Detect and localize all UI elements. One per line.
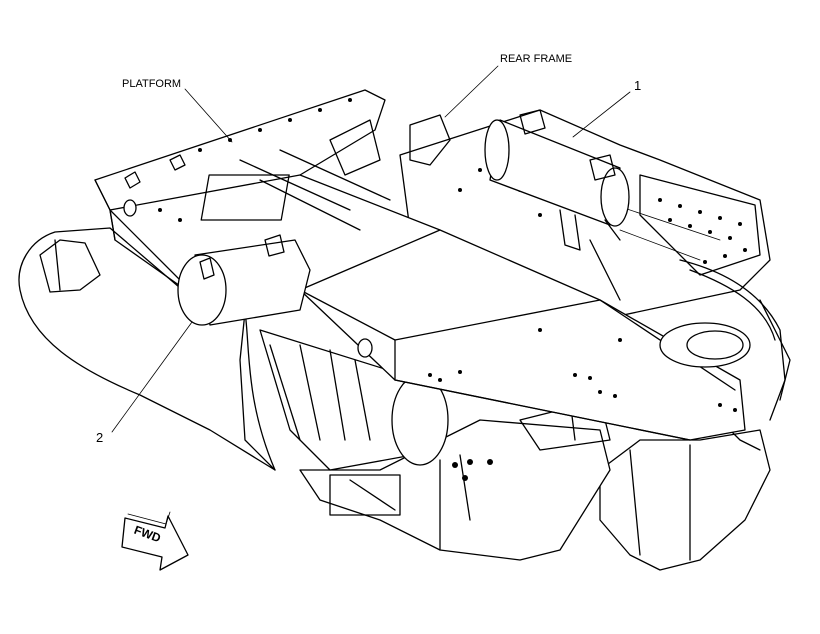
rear-frame-leader-line [444,65,499,118]
rear-frame-label: REAR FRAME [500,53,572,65]
lower-tank [259,329,449,471]
leader-lines [111,65,631,433]
fwd-arrow-icon: FWD [121,511,189,571]
platform-leader-line [184,88,233,143]
tank-1 [484,109,630,251]
callout-1-leader-line [572,91,631,138]
callout-2-leader-line [111,321,193,433]
tank-2 [177,234,311,326]
platform-label: PLATFORM [122,78,181,90]
callout-1-label: 1 [634,78,641,93]
main-frame-rail [299,229,751,441]
lower-body-shell [18,227,771,571]
callout-2-label: 2 [96,430,103,445]
